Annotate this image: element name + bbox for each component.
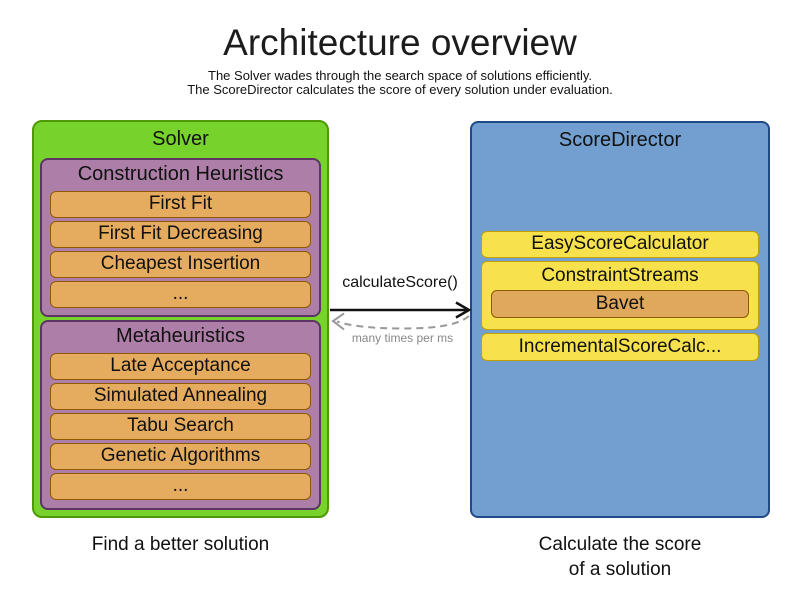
metaheuristic-late-acceptance: Late Acceptance xyxy=(50,353,311,380)
solver-title: Solver xyxy=(152,128,209,150)
metaheuristics-title: Metaheuristics xyxy=(116,325,245,347)
page-title: Architecture overview xyxy=(223,22,577,63)
heuristic-ellipsis: ... xyxy=(50,281,311,308)
heuristic-first-fit: First Fit xyxy=(50,191,311,218)
solver-box: Solver Construction Heuristics First Fit… xyxy=(32,120,329,518)
heuristic-first-fit-decreasing: First Fit Decreasing xyxy=(50,221,311,248)
incremental-score-calculator: IncrementalScoreCalc... xyxy=(481,333,759,361)
dashed-return-arrow xyxy=(331,312,470,331)
construction-heuristics-group: Construction Heuristics First Fit First … xyxy=(40,158,321,317)
constraint-streams: ConstraintStreams Bavet xyxy=(481,261,759,330)
calculate-score-call-label: calculateScore() xyxy=(342,274,458,291)
easy-score-calculator: EasyScoreCalculator xyxy=(481,231,759,258)
score-director-box: ScoreDirector EasyScoreCalculator Constr… xyxy=(470,121,770,518)
metaheuristic-simulated-annealing: Simulated Annealing xyxy=(50,383,311,410)
call-arrows xyxy=(330,301,472,331)
metaheuristics-group: Metaheuristics Late Acceptance Simulated… xyxy=(40,320,321,510)
metaheuristic-tabu-search: Tabu Search xyxy=(50,413,311,440)
constraint-streams-label: ConstraintStreams xyxy=(541,265,699,286)
subtitle-solver: The Solver wades through the search spac… xyxy=(208,68,592,83)
frequency-label: many times per ms xyxy=(351,331,454,345)
metaheuristic-ellipsis: ... xyxy=(50,473,311,500)
subtitle-scoredirector: The ScoreDirector calculates the score o… xyxy=(187,82,613,97)
solver-caption: Find a better solution xyxy=(91,534,270,555)
score-director-caption-line1: Calculate the score xyxy=(538,534,702,555)
metaheuristic-genetic-algorithms: Genetic Algorithms xyxy=(50,443,311,470)
solid-call-arrow xyxy=(330,301,472,319)
score-director-caption-line2: of a solution xyxy=(568,559,672,580)
score-director-caption: Calculate the score of a solution xyxy=(470,532,770,582)
bavet-impl: Bavet xyxy=(491,290,749,318)
score-director-title: ScoreDirector xyxy=(558,129,682,151)
heuristic-cheapest-insertion: Cheapest Insertion xyxy=(50,251,311,278)
construction-heuristics-title: Construction Heuristics xyxy=(77,163,284,185)
calculator-stack: EasyScoreCalculator ConstraintStreams Ba… xyxy=(481,231,759,364)
